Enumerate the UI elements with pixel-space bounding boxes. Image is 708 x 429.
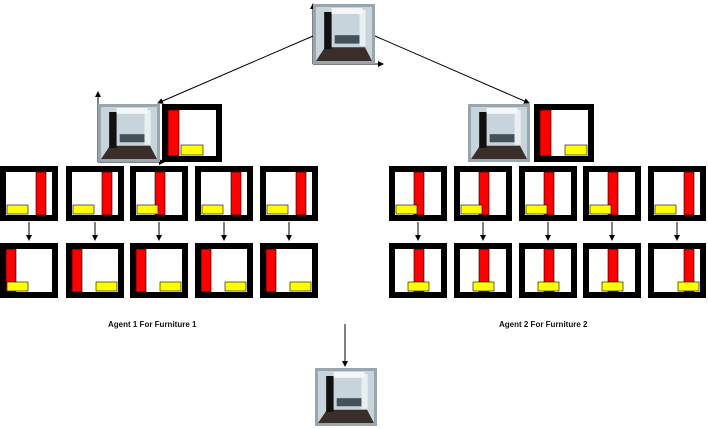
agent2-upper-cell-2 — [519, 166, 577, 221]
agent1-upper-cell-2 — [130, 166, 188, 221]
red-furniture — [413, 248, 425, 293]
room-ceiling — [331, 8, 363, 14]
room-ceiling — [333, 372, 365, 378]
room-bed — [336, 398, 362, 407]
red-furniture — [200, 248, 212, 293]
yellow-furniture — [224, 281, 247, 292]
yellow-furniture — [95, 281, 118, 292]
edge-root-agent1 — [157, 35, 314, 104]
agent1-lower-cell-0 — [0, 243, 58, 298]
room-bed — [119, 134, 145, 143]
agent1-lower-cell-3 — [195, 243, 253, 298]
room-wardrobe — [479, 112, 487, 148]
agent1-upper-cell-4 — [260, 166, 318, 221]
room-wardrobe — [324, 12, 332, 50]
red-furniture — [35, 171, 47, 216]
red-furniture — [543, 248, 555, 293]
agent2-lower-cell-4 — [648, 243, 706, 298]
room-bed — [489, 134, 515, 143]
agent2-render — [468, 104, 530, 162]
room-wardrobe — [326, 376, 334, 412]
room-render-root — [313, 4, 375, 64]
agent2-upper-cell-0 — [389, 166, 447, 221]
agent2-label: Agent 2 For Furniture 2 — [499, 320, 588, 329]
agent2-lower-cell-1 — [454, 243, 512, 298]
yellow-furniture — [654, 204, 677, 215]
agent2-upper-cell-4 — [648, 166, 706, 221]
red-furniture — [683, 171, 695, 216]
agent1-top-layout — [162, 104, 222, 162]
red-furniture — [71, 248, 83, 293]
yellow-furniture — [6, 281, 29, 292]
agent1-lower-cell-2 — [130, 243, 188, 298]
yellow-furniture — [6, 204, 29, 215]
room-window — [361, 374, 368, 409]
red-furniture — [539, 109, 552, 157]
red-furniture — [683, 248, 695, 293]
yellow-furniture — [677, 281, 700, 292]
room-window — [359, 10, 366, 46]
room-ceiling — [486, 108, 518, 114]
room-ceiling — [116, 108, 148, 114]
room-bed — [334, 35, 360, 44]
yellow-furniture — [72, 204, 95, 215]
red-furniture — [478, 248, 490, 293]
yellow-furniture — [472, 281, 495, 292]
yellow-furniture — [460, 204, 483, 215]
yellow-furniture — [564, 144, 588, 156]
room-floor — [318, 409, 374, 423]
yellow-furniture — [180, 144, 204, 156]
yellow-furniture — [266, 204, 289, 215]
room-wardrobe — [109, 112, 117, 148]
red-furniture — [295, 171, 307, 216]
agent2-lower-cell-3 — [583, 243, 641, 298]
room-render-result — [315, 368, 377, 426]
room-window — [514, 110, 521, 145]
yellow-furniture — [159, 281, 182, 292]
red-furniture — [265, 248, 277, 293]
edge-root-agent2 — [374, 35, 530, 104]
agent2-upper-cell-1 — [454, 166, 512, 221]
agent1-upper-cell-0 — [0, 166, 58, 221]
yellow-furniture — [395, 204, 418, 215]
room-floor — [316, 47, 372, 61]
red-furniture — [101, 171, 113, 216]
red-furniture — [5, 248, 17, 293]
agent1-lower-cell-4 — [260, 243, 318, 298]
agent1-upper-cell-1 — [66, 166, 124, 221]
agent1-render — [98, 104, 160, 162]
room-floor — [471, 145, 527, 159]
yellow-furniture — [525, 204, 548, 215]
red-furniture — [413, 171, 425, 216]
red-furniture — [135, 248, 147, 293]
yellow-furniture — [201, 204, 224, 215]
yellow-furniture — [589, 204, 612, 215]
red-furniture — [543, 171, 555, 216]
yellow-furniture — [289, 281, 312, 292]
red-furniture — [230, 171, 242, 216]
yellow-furniture — [601, 281, 624, 292]
red-furniture — [607, 171, 619, 216]
agent2-lower-cell-0 — [389, 243, 447, 298]
yellow-furniture — [407, 281, 430, 292]
red-furniture — [478, 171, 490, 216]
agent2-upper-cell-3 — [583, 166, 641, 221]
yellow-furniture — [136, 204, 159, 215]
red-furniture — [607, 248, 619, 293]
yellow-furniture — [537, 281, 560, 292]
red-furniture — [154, 171, 166, 216]
agent1-lower-cell-1 — [66, 243, 124, 298]
agent1-label: Agent 1 For Furniture 1 — [108, 320, 197, 329]
red-furniture — [167, 109, 180, 157]
agent1-upper-cell-3 — [195, 166, 253, 221]
room-window — [144, 110, 151, 145]
tree-nodes — [0, 4, 706, 426]
room-floor — [101, 145, 157, 159]
agent2-lower-cell-2 — [519, 243, 577, 298]
agent2-top-layout — [534, 104, 594, 162]
